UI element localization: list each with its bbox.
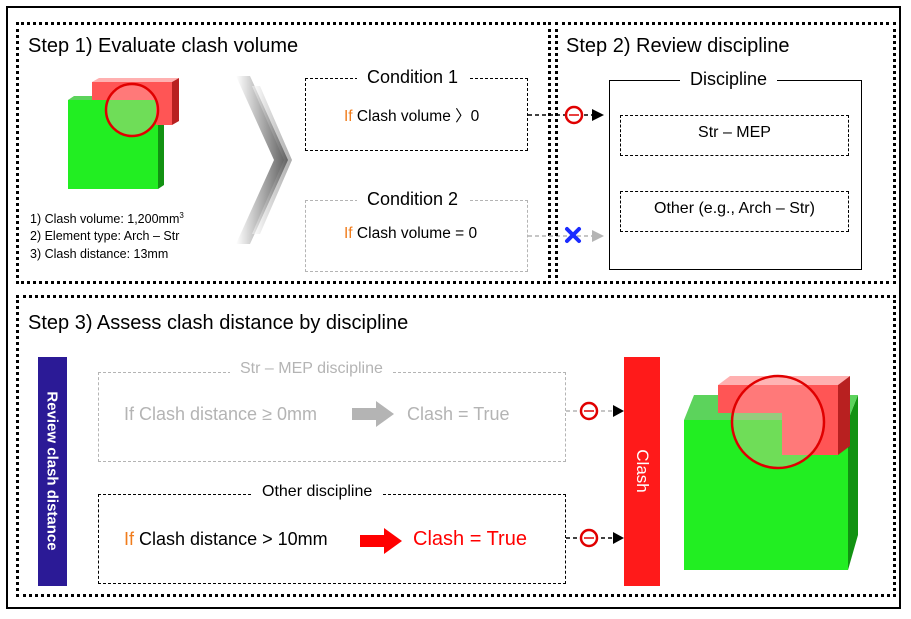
connector-strmep — [566, 401, 624, 421]
strmep-condition: If Clash distance ≥ 0mm — [124, 404, 317, 424]
clash-highlight-large-circle — [730, 374, 826, 470]
info-line-3: 3) Clash distance: 13mm — [30, 247, 169, 261]
discipline-box — [609, 80, 862, 270]
red-block-side — [172, 78, 179, 125]
connector-other — [566, 528, 624, 548]
red-block-large-top — [718, 376, 850, 385]
arrow-head-other-icon — [613, 532, 624, 544]
gray-arrow-icon — [352, 401, 394, 427]
step2-panel — [555, 22, 896, 284]
green-wall-front — [68, 100, 158, 189]
cross-icon — [565, 227, 581, 243]
red-block-large-front — [718, 385, 838, 455]
clash-model-large — [684, 374, 858, 570]
clash-highlight-circle — [104, 82, 160, 138]
clash-bar — [624, 357, 660, 586]
step3-panel — [16, 295, 896, 597]
other-discipline-title: Other discipline — [252, 483, 383, 501]
step1-title: Step 1) Evaluate clash volume — [28, 35, 299, 57]
discipline-item-other — [620, 191, 849, 232]
arrow-head-strmep-icon — [613, 405, 624, 417]
condition2-title: Condition 2 — [357, 189, 469, 210]
review-clash-distance-label: Review clash distance — [43, 391, 61, 551]
red-block-top — [92, 78, 179, 82]
discipline-item-other-label: Other (e.g., Arch – Str) — [654, 200, 815, 217]
info-line-2: 2) Element type: Arch – Str — [30, 229, 180, 243]
red-arrow-icon — [360, 528, 402, 554]
strmep-discipline-title: Str – MEP discipline — [230, 360, 393, 378]
outer-frame — [6, 6, 901, 609]
discipline-item-strmep — [620, 115, 849, 156]
arrow-head-icon — [592, 109, 604, 121]
discipline-item-strmep-label: Str – MEP — [698, 124, 771, 141]
step2-title: Step 2) Review discipline — [566, 35, 790, 57]
strmep-result: Clash = True — [407, 404, 510, 424]
other-result: Clash = True — [413, 528, 527, 550]
condition2-rule: If Clash volume = 0 — [344, 225, 478, 242]
condition1-rule: If Clash volume 〉0 — [344, 108, 480, 125]
condition1-title: Condition 1 — [357, 67, 469, 88]
connector-pass — [528, 105, 604, 125]
arrow-head-gray-icon — [592, 230, 604, 242]
discipline-box-title: Discipline — [680, 69, 778, 90]
other-condition: If Clash distance > 10mm — [124, 529, 328, 549]
info-line-1: 1) Clash volume: 1,200mm3 — [30, 211, 184, 227]
green-wall-large-side — [848, 395, 858, 570]
step1-panel — [16, 22, 551, 284]
red-block-large-side — [838, 376, 850, 455]
step3-title: Step 3) Assess clash distance by discipl… — [28, 312, 409, 334]
connector-fail — [528, 227, 604, 243]
review-clash-distance-bar — [38, 357, 67, 586]
chevron-arrow-icon — [236, 76, 292, 244]
clash-model-small — [68, 78, 179, 189]
clash-bar-label: Clash — [633, 449, 652, 493]
